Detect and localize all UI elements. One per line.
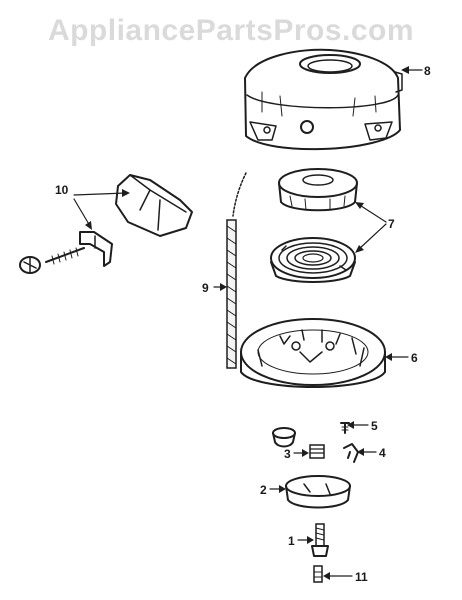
callout-5: 5 (371, 419, 378, 433)
part-10-bolt[interactable] (19, 247, 85, 274)
callout-6: 6 (411, 351, 418, 365)
callout-7: 7 (388, 217, 395, 231)
part-2-retainer[interactable] (285, 475, 351, 509)
callout-4: 4 (379, 446, 386, 460)
part-7-pulley[interactable] (278, 168, 358, 212)
callout-8: 8 (424, 64, 431, 78)
part-5-screw[interactable] (340, 422, 350, 434)
callout-2: 2 (260, 483, 267, 497)
part-11-pin[interactable] (313, 565, 323, 583)
part-7-recoil-spring[interactable] (270, 237, 356, 283)
part-10-starter-handle[interactable] (79, 174, 193, 267)
part-9-starter-rope[interactable] (226, 172, 247, 369)
part-3-spring[interactable] (309, 444, 325, 459)
callout-3: 3 (284, 447, 291, 461)
part-8-starter-housing[interactable] (244, 48, 403, 151)
watermark-logo: AppliancePartsPros.com (47, 14, 415, 47)
part-1-center-bolt[interactable] (311, 523, 329, 557)
callout-11: 11 (355, 570, 368, 584)
part-4-pawl-spring[interactable] (343, 443, 359, 463)
callout-10: 10 (55, 183, 69, 197)
leader-lines (73, 66, 423, 580)
part-6-flywheel-cup[interactable] (240, 318, 386, 388)
callout-1: 1 (288, 534, 295, 548)
part-cap[interactable] (272, 427, 296, 448)
callout-9: 9 (202, 281, 209, 295)
